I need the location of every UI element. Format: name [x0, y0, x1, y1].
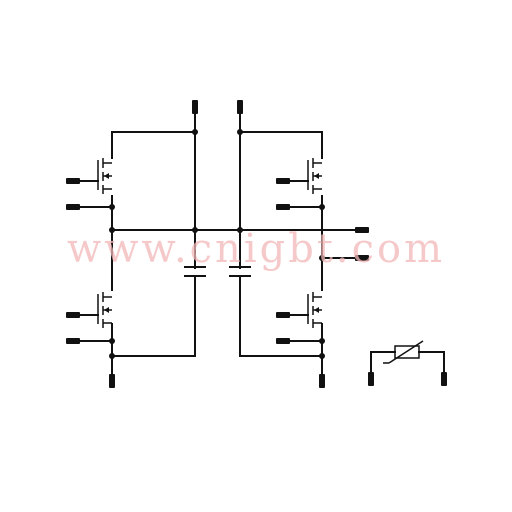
terminal-pin-icon: [441, 372, 447, 386]
terminal-pin-icon: [276, 204, 290, 210]
n-channel-mosfet-icon: [307, 292, 322, 328]
terminal-pin-icon: [109, 374, 115, 388]
capacitor-icon: [229, 266, 251, 277]
terminal-pin-icon: [368, 372, 374, 386]
n-channel-mosfet-icon: [97, 292, 112, 328]
terminal-pin-icon: [237, 100, 243, 114]
right-bus-rail: [237, 107, 323, 357]
terminal-pin-icon: [66, 204, 80, 210]
terminal-pin-icon: [276, 338, 290, 344]
left-bus-rail: [111, 107, 198, 357]
left-half-bridge: [73, 131, 363, 381]
terminal-pin-icon: [355, 227, 369, 233]
terminal-pin-icon: [192, 100, 198, 114]
capacitor-icon: [184, 266, 206, 277]
n-channel-mosfet-icon: [97, 158, 112, 194]
thermistor-icon: [370, 340, 445, 379]
terminal-pin-icon: [276, 312, 290, 318]
n-channel-mosfet-icon: [307, 158, 322, 194]
terminal-pin-icon: [66, 178, 80, 184]
terminal-pin-icon: [66, 312, 80, 318]
watermark: www.cnigbt.com: [66, 226, 446, 272]
terminal-pin-icon: [276, 178, 290, 184]
terminal-pin-icon: [319, 374, 325, 388]
terminal-pin-icon: [66, 338, 80, 344]
terminal-pin-icon: [355, 255, 369, 261]
